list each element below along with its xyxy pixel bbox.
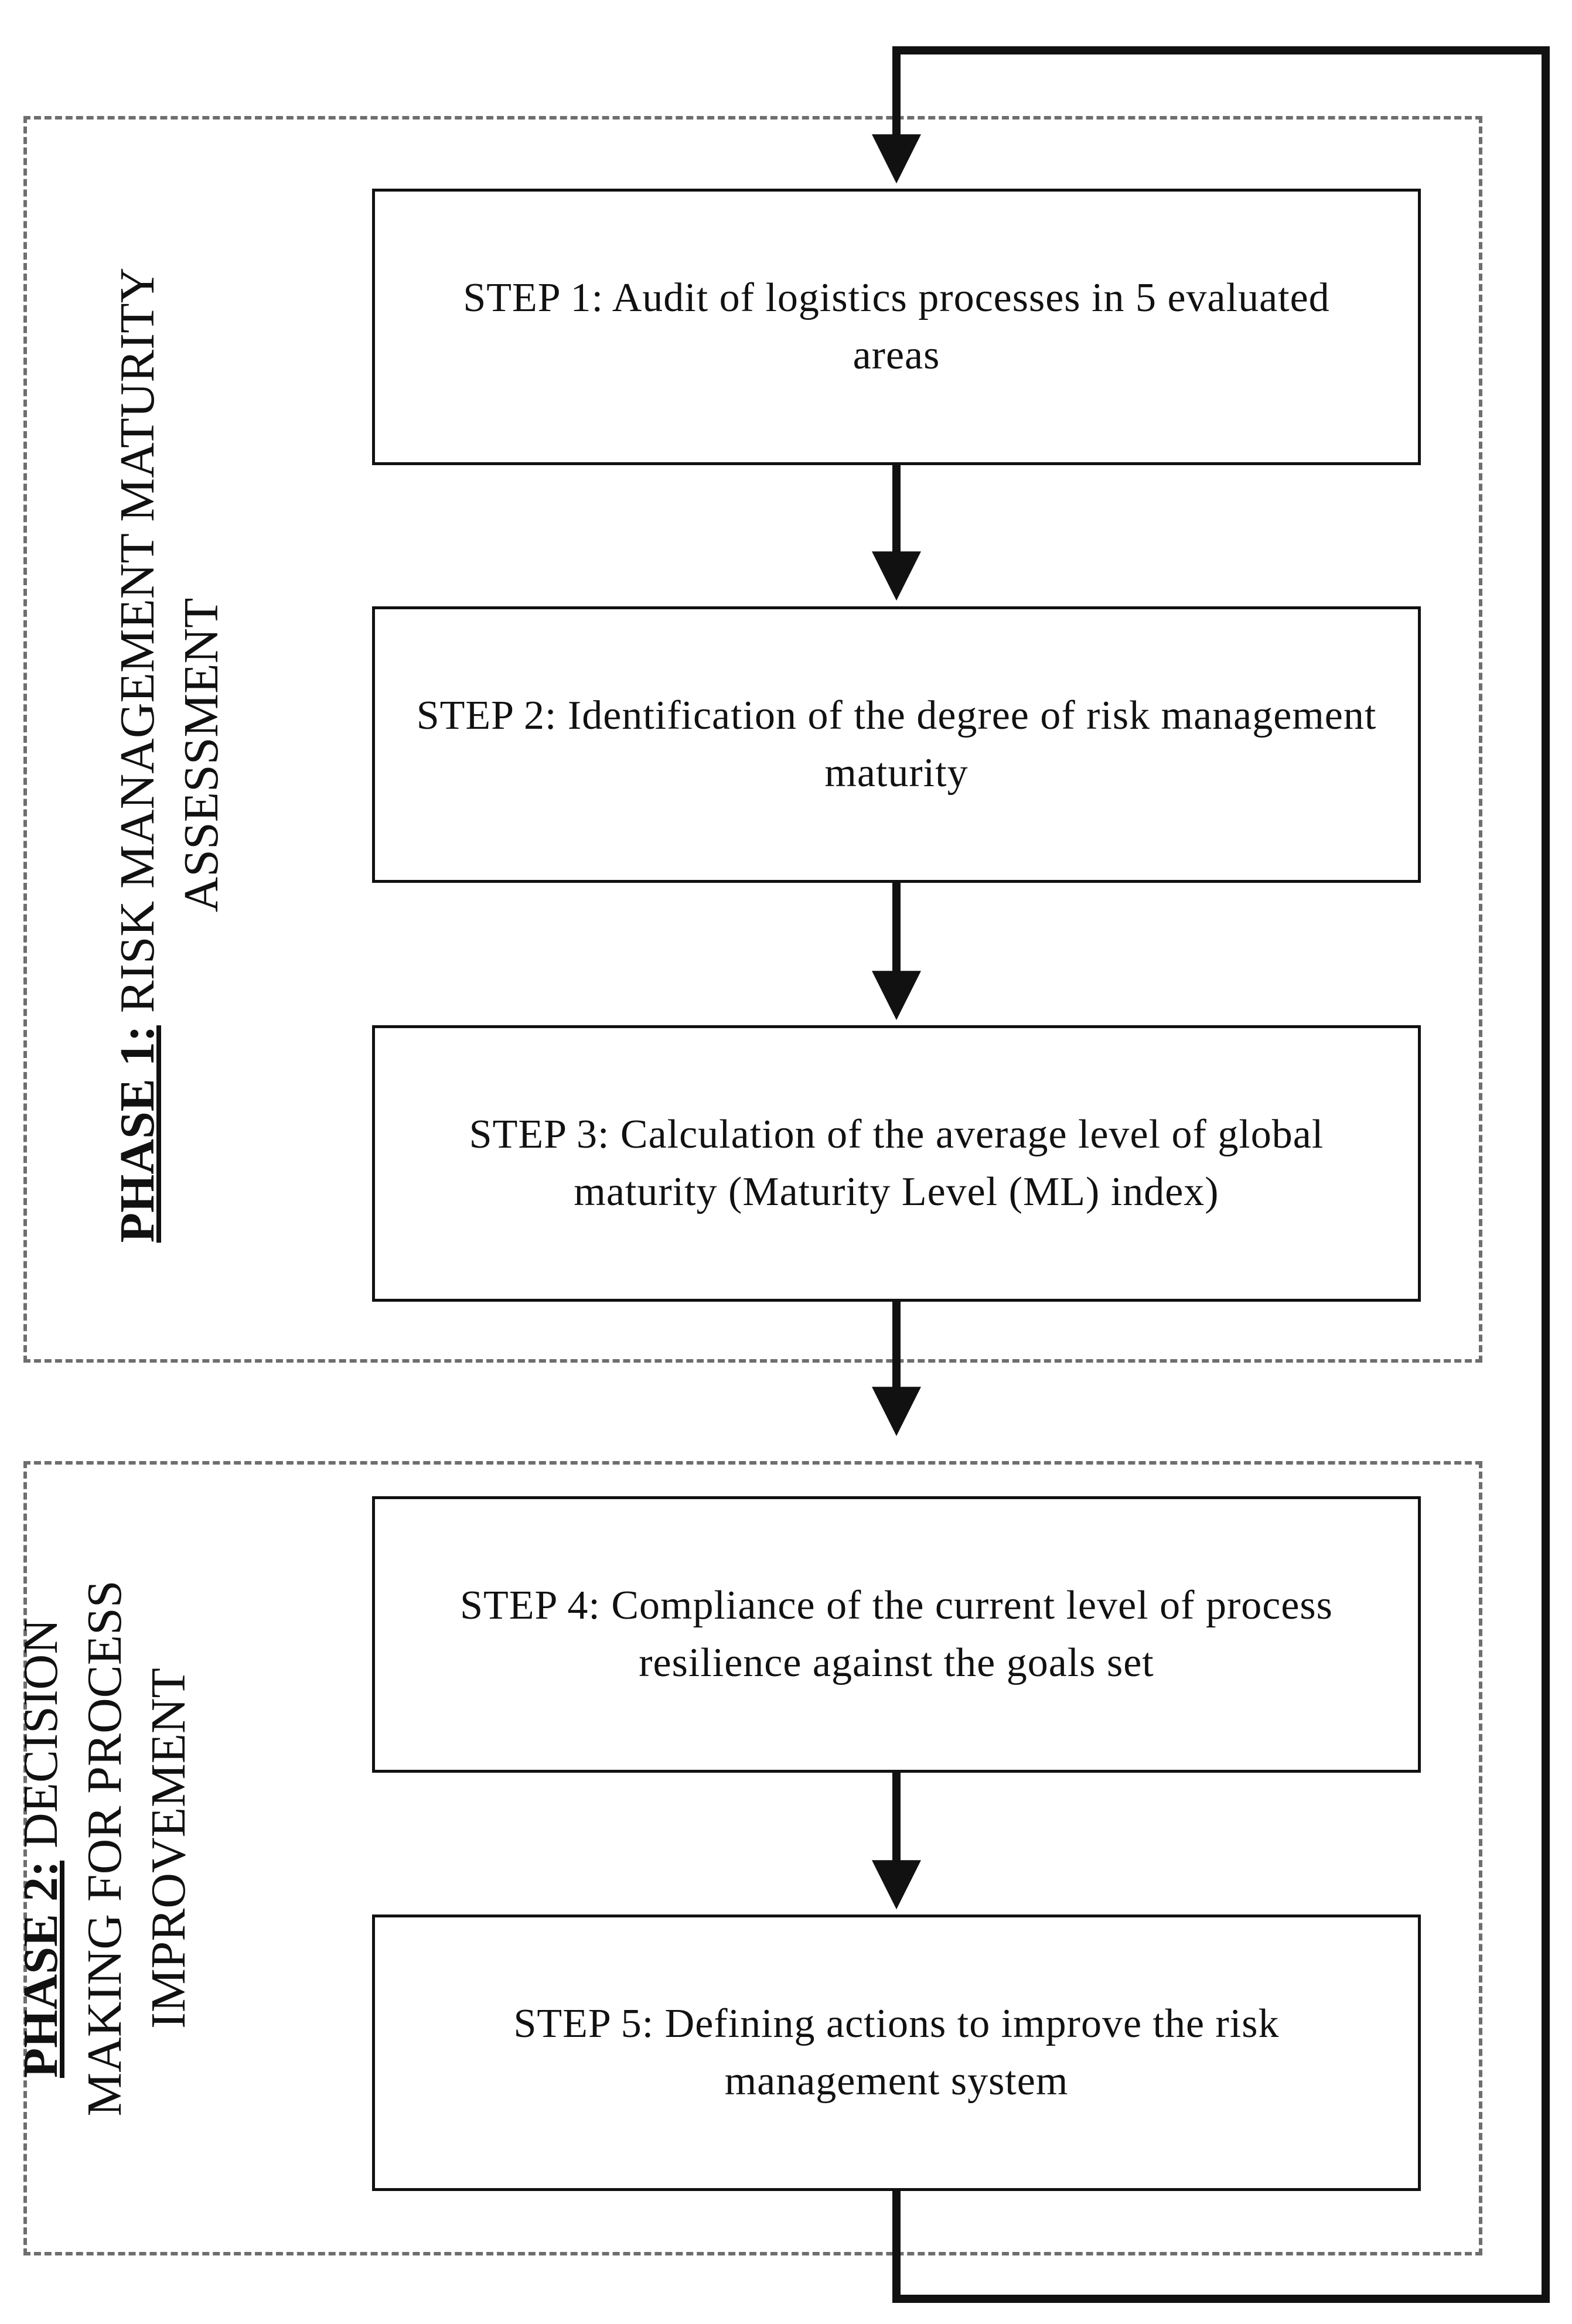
phase-1-frame (23, 116, 1482, 1363)
step-3-box: STEP 3: Calculation of the average level… (372, 1025, 1421, 1302)
feedback-loop-arrow (872, 46, 1550, 2303)
phase-2-frame (23, 1461, 1482, 2255)
step-4-text: STEP 4: Compliance of the current level … (460, 1583, 1333, 1685)
step-5-box: STEP 5: Defining actions to improve the … (372, 1915, 1421, 2191)
step-3-text: STEP 3: Calculation of the average level… (469, 1112, 1324, 1214)
step-5-text: STEP 5: Defining actions to improve the … (513, 2001, 1280, 2104)
step-1-box: STEP 1: Audit of logistics processes in … (372, 189, 1421, 465)
step-2-box: STEP 2: Identification of the degree of … (372, 606, 1421, 883)
step-1-text: STEP 1: Audit of logistics processes in … (463, 275, 1330, 378)
step-4-box: STEP 4: Compliance of the current level … (372, 1496, 1421, 1773)
step-2-text: STEP 2: Identification of the degree of … (416, 693, 1377, 796)
